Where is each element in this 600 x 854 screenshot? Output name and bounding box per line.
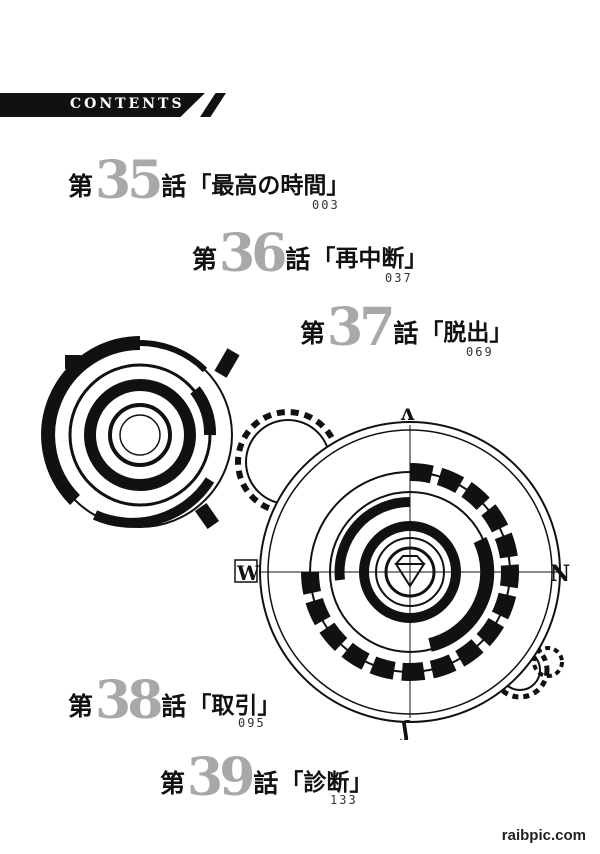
chapter-prefix: 第 <box>68 692 94 721</box>
chapter-title: 「脱出」 <box>420 320 513 346</box>
compass-east-label: N <box>550 561 570 587</box>
chapter-36-page: 037 <box>385 271 413 285</box>
compass-south-label: ʃ <box>400 717 411 740</box>
chapter-suffix: 話 <box>285 245 311 274</box>
chapter-38-entry[interactable]: 第 38 話 「取引」 <box>68 675 280 727</box>
chapter-37-entry[interactable]: 第 37 話 「脱出」 <box>300 302 512 354</box>
chapter-35-page: 003 <box>312 198 340 212</box>
chapter-title: 「診断」 <box>280 770 373 796</box>
chapter-prefix: 第 <box>160 769 186 798</box>
contents-header-bar <box>0 93 205 117</box>
chapter-prefix: 第 <box>300 319 326 348</box>
compass-magic-circle-illustration: W N ʌ ʃ <box>234 400 570 740</box>
chapter-38-page: 095 <box>238 716 266 730</box>
compass-west-label: W <box>236 561 260 585</box>
header-stripe <box>200 93 226 117</box>
chapter-number: 35 <box>95 150 163 211</box>
chapter-title: 「最高の時間」 <box>188 173 350 199</box>
chapter-suffix: 話 <box>161 172 187 201</box>
chapter-39-page: 133 <box>330 793 358 807</box>
chapter-suffix: 話 <box>253 769 279 798</box>
chapter-prefix: 第 <box>192 245 218 274</box>
chapter-suffix: 話 <box>393 319 419 348</box>
chapter-35-entry[interactable]: 第 35 話 「最高の時間」 <box>68 155 349 207</box>
chapter-suffix: 話 <box>161 692 187 721</box>
compass-north-label: ʌ <box>400 400 415 426</box>
contents-heading: CONTENTS <box>70 96 185 112</box>
chapter-37-page: 069 <box>466 345 494 359</box>
watermark-text: raibpic.com <box>501 827 586 844</box>
chapter-36-entry[interactable]: 第 36 話 「再中断」 <box>192 228 427 280</box>
small-magic-circle-illustration <box>41 336 240 530</box>
chapter-title: 「取引」 <box>188 693 281 719</box>
chapter-title: 「再中断」 <box>312 246 428 272</box>
chapter-number: 37 <box>327 297 395 358</box>
chapter-39-entry[interactable]: 第 39 話 「診断」 <box>160 752 372 804</box>
chapter-prefix: 第 <box>68 172 94 201</box>
chapter-number: 38 <box>95 670 163 731</box>
chapter-number: 39 <box>187 747 255 808</box>
chapter-number: 36 <box>219 223 287 284</box>
